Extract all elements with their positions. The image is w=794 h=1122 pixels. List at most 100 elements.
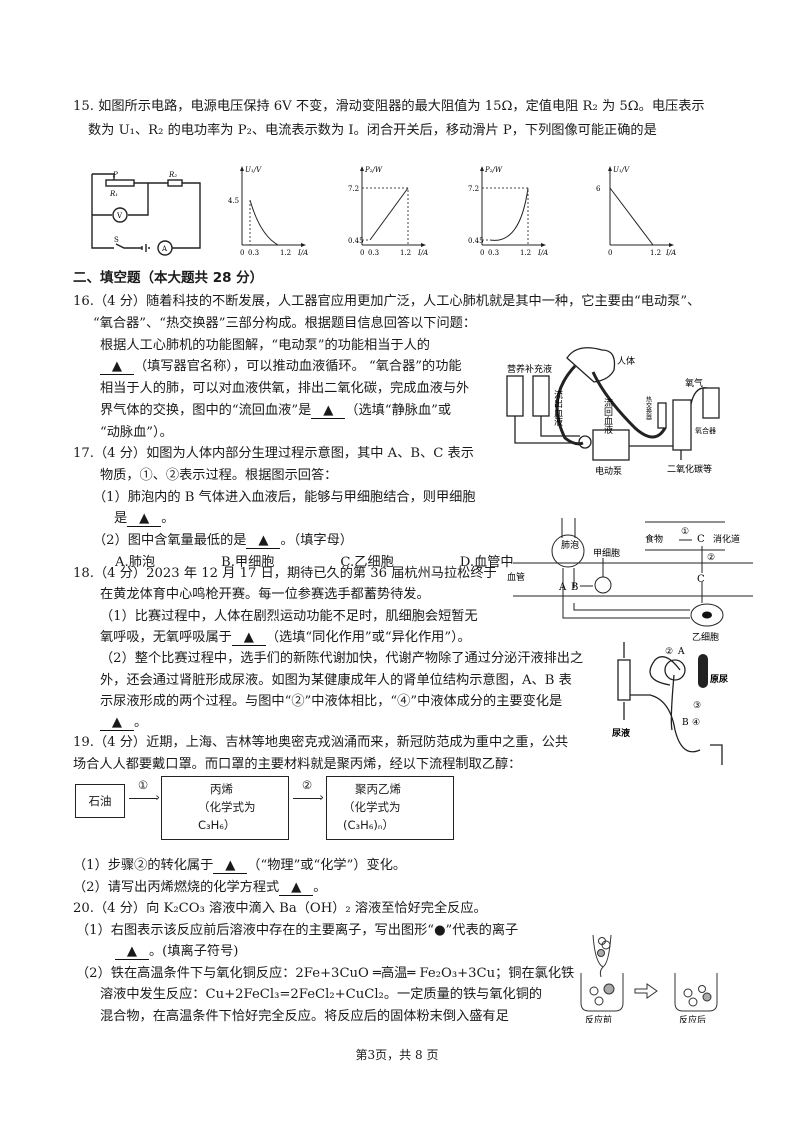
axis	[361, 168, 424, 246]
x-tick-label: 0	[480, 249, 484, 257]
flow-step-1: ①​›	[129, 778, 160, 813]
text-line: 根据人工心肺机的功能图解，“电动泵”的功能相当于人的	[100, 334, 430, 353]
page-footer: 第3页，共 8 页	[355, 1048, 439, 1062]
flow-box-text: （化学式为	[198, 800, 256, 814]
label-b: B	[682, 718, 689, 728]
label-process-2: ②	[707, 553, 715, 563]
label-body: 人体	[617, 355, 635, 367]
answer-blank[interactable]: ▲	[213, 859, 248, 874]
arrow-icon	[480, 166, 546, 247]
x-axis-label: I/A	[297, 249, 308, 257]
text-line: 溶液中发生反应：Cu+2FeCl₃=2FeCl₂+CuCl₂。一定质量的铁与氧化…	[100, 983, 542, 1002]
text: 16.（4 分）随着科技的不断发展，人工器官应用更加广泛，人工心肺机就是其中一种…	[73, 294, 701, 309]
axis	[481, 168, 544, 246]
y-axis-label: U₁/V	[613, 166, 630, 174]
label-blood-vessel: 血管	[507, 571, 525, 583]
arrow-icon	[608, 166, 674, 247]
text-line: （1）比赛过程中，人体在剧烈运动功能不足时，肌细胞会短暂无	[100, 605, 478, 624]
text-line: ▲。	[100, 711, 148, 732]
text-line: 17.（4 分）如图为人体内部分生理过程示意图，其中 A、B、C 表示	[73, 442, 474, 461]
label-urine: 尿液	[612, 727, 631, 739]
text: 相当于人的肺，可以对血液供氧，排出二氧化碳，完成血液与外	[100, 381, 470, 397]
answer-blank[interactable]: ▲	[127, 512, 162, 528]
label-heat-exchanger: 热交换器	[645, 395, 652, 421]
x-tick-label: 0.3	[368, 249, 379, 257]
x-tick-label: 1.2	[520, 249, 531, 257]
text: 。	[134, 715, 148, 731]
text: 外，还会通过肾脏形成尿液。如图为某健康成年人的肾单位结构示意图，A、B 表	[100, 672, 572, 688]
label-food: 食物	[645, 533, 663, 545]
label-c-top: C	[697, 534, 705, 545]
x-tick-label: 0	[240, 249, 244, 257]
ion-reaction-diagram: 反应前 反应后	[580, 934, 718, 1023]
x-tick-label: 0	[608, 249, 612, 257]
x-tick-label: 1.2	[400, 249, 411, 257]
flow-box-petroleum: 石油	[75, 784, 125, 818]
label-a: A	[558, 582, 567, 593]
circuit-diagram: P R₁ R₂ V A S	[91, 171, 201, 256]
text-line: 相当于人的肺，可以对血液供氧，排出二氧化碳，完成血液与外	[100, 377, 469, 396]
nephron-diagram: ② A 原尿 ③ B ④ 尿液	[612, 642, 728, 765]
text-line: （1）步骤②的转化属于▲（“物理”或“化学”）变化。	[73, 854, 406, 874]
text-line: 外，还会通过肾脏形成尿液。如图为某健康成年人的肾单位结构示意图，A、B 表	[100, 669, 572, 688]
arrow-icon	[240, 166, 306, 247]
text-line: 19.（4 分）近期，上海、吉林等地奥密克戎汹涌而来，新冠防范成为重中之重，公共	[73, 731, 568, 750]
label-p: P	[112, 171, 118, 179]
graph-curve	[369, 187, 409, 241]
text: （2）请写出丙烯燃烧的化学方程式	[73, 879, 280, 895]
graph-curve	[249, 199, 279, 246]
text: 场合人人都要戴口罩。而口罩的主要材料就是聚丙烯，经以下流程制取乙醇：	[73, 756, 522, 772]
text: “氧合器”、“热交换器”三部分构成。根据题目信息回答以下问题：	[93, 315, 477, 331]
text: 。	[161, 511, 175, 527]
text-line: 场合人人都要戴口罩。而口罩的主要材料就是聚丙烯，经以下流程制取乙醇：	[73, 753, 521, 772]
text: 19.（4 分）近期，上海、吉林等地奥密克戎汹涌而来，新冠防范成为重中之重，公共	[73, 735, 569, 750]
switch-label: S	[114, 236, 119, 244]
graph-curve	[609, 187, 654, 246]
step-2-label: ②	[301, 778, 313, 792]
label-r2: R₂	[168, 171, 177, 179]
x-tick-label: 0.3	[488, 249, 499, 257]
y-tick-label: 0.45	[468, 237, 484, 245]
text: 。（填字母）	[280, 533, 353, 549]
text-line: ▲。(填离子符号)	[115, 940, 238, 961]
y-tick-label: 7.2	[468, 185, 479, 193]
text: 物质，①、②表示过程。根据图示回答：	[100, 467, 338, 483]
dashed-guide	[482, 187, 529, 245]
text: 界气体的交换，图中的“流回血液”是	[100, 403, 312, 418]
text: 氧呼吸，无氧呼吸属于	[100, 629, 232, 645]
text: （1）肺泡内的 B 气体进入血液后，能够与甲细胞结合，则甲细胞	[93, 489, 476, 505]
x-axis-label: I/A	[417, 249, 428, 257]
label-b: B	[571, 582, 578, 593]
text-line: （1）右图表示该反应前后溶液中存在的主要离子，写出图形“●”代表的离子	[76, 919, 518, 938]
answer-blank[interactable]: ▲	[246, 534, 281, 550]
arrow-icon: ​›	[129, 790, 160, 813]
text-line: （2）请写出丙烯燃烧的化学方程式▲。	[73, 876, 326, 896]
text: 17.（4 分）如图为人体内部分生理过程示意图，其中 A、B、C 表示	[73, 446, 474, 461]
answer-blank[interactable]: ▲	[100, 716, 134, 732]
text-line: 是▲。	[114, 507, 175, 528]
flow-box-text: 聚丙乙烯	[355, 782, 401, 796]
flow-box-text: 丙烯	[210, 782, 233, 796]
text: A.肺泡 B.甲细胞 C.乙细胞 D.血管中	[115, 555, 514, 570]
flow-box-polypropylene: 聚丙乙烯（化学式为(C₃H₆)ₙ）	[326, 776, 454, 840]
answer-blank[interactable]: ▲	[311, 404, 346, 419]
answer-blank[interactable]: ▲	[115, 945, 149, 961]
answer-blank[interactable]: ▲	[100, 360, 134, 376]
text-line: （1）肺泡内的 B 气体进入血液后，能够与甲细胞结合，则甲细胞	[93, 486, 476, 505]
axis	[241, 168, 304, 246]
label-3: ③	[693, 701, 701, 711]
label-co2: 二氧化碳等	[667, 463, 712, 475]
label-after-reaction: 反应后	[679, 1014, 706, 1023]
x-axis-label: I/A	[665, 249, 676, 257]
text: （“物理”或“化学”）变化。	[247, 858, 407, 873]
answer-blank[interactable]: ▲	[279, 880, 314, 896]
text: 溶液中发生反应：Cu+2FeCl₃=2FeCl₂+CuCl₂。一定质量的铁与氧化…	[100, 987, 543, 1003]
flow-box-text: （化学式为	[343, 800, 401, 814]
label-before-reaction: 反应前	[585, 1014, 612, 1023]
text: （2）图中含氧量最低的是	[93, 533, 247, 549]
answer-blank[interactable]: ▲	[231, 630, 266, 646]
text-line: “动脉血”）。	[100, 421, 173, 440]
text: （填写器官名称），可以推动血液循环。 “氧合器”的功能	[134, 359, 462, 375]
